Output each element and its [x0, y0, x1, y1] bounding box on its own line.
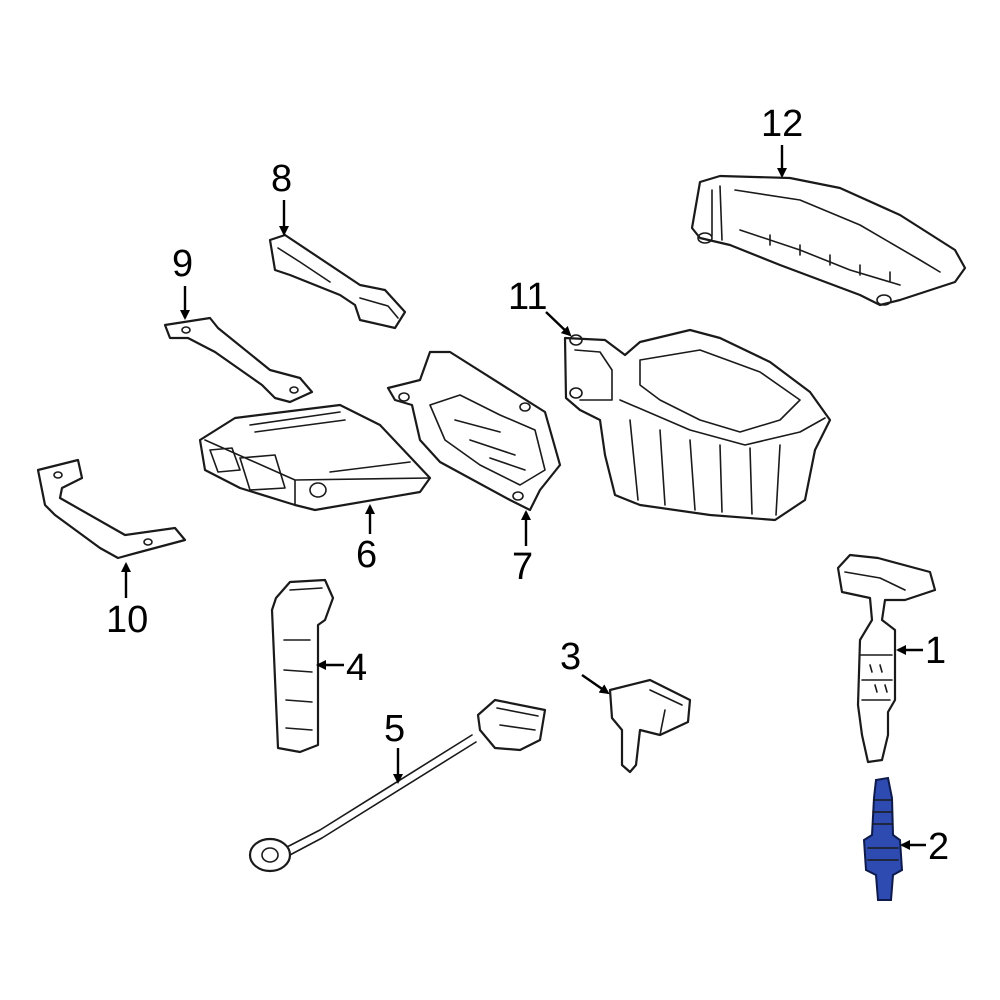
part-5-knock-sensor[interactable]	[248, 698, 547, 873]
part-9-bracket[interactable]	[163, 316, 314, 404]
part-10-bracket[interactable]	[36, 458, 187, 560]
part-12-engine-cover[interactable]	[690, 174, 967, 307]
callout-3: 3	[560, 636, 582, 678]
callout-7: 7	[512, 546, 534, 588]
part-11-air-box-housing[interactable]	[563, 328, 832, 522]
callout-8: 8	[271, 158, 293, 200]
part-4-sensor[interactable]	[270, 578, 335, 754]
part-3-sensor[interactable]	[608, 678, 692, 774]
part-8-bracket[interactable]	[268, 233, 407, 330]
callout-2: 2	[928, 826, 950, 868]
part-1-ignition-coil[interactable]	[836, 553, 937, 764]
callout-5: 5	[384, 708, 406, 750]
callout-9: 9	[172, 243, 194, 285]
leader-3	[581, 674, 610, 695]
callout-10: 10	[106, 599, 149, 641]
callout-12: 12	[761, 103, 804, 145]
callout-4: 4	[346, 647, 368, 689]
callout-6: 6	[356, 534, 378, 576]
callout-1: 1	[925, 630, 947, 672]
leader-lines	[121, 145, 926, 850]
part-2-spark-plug[interactable]	[862, 776, 904, 901]
part-7-ecu-bracket[interactable]	[386, 350, 562, 512]
part-6-engine-control-module[interactable]	[198, 403, 432, 512]
leader-11	[545, 311, 572, 337]
callout-11: 11	[508, 276, 548, 318]
